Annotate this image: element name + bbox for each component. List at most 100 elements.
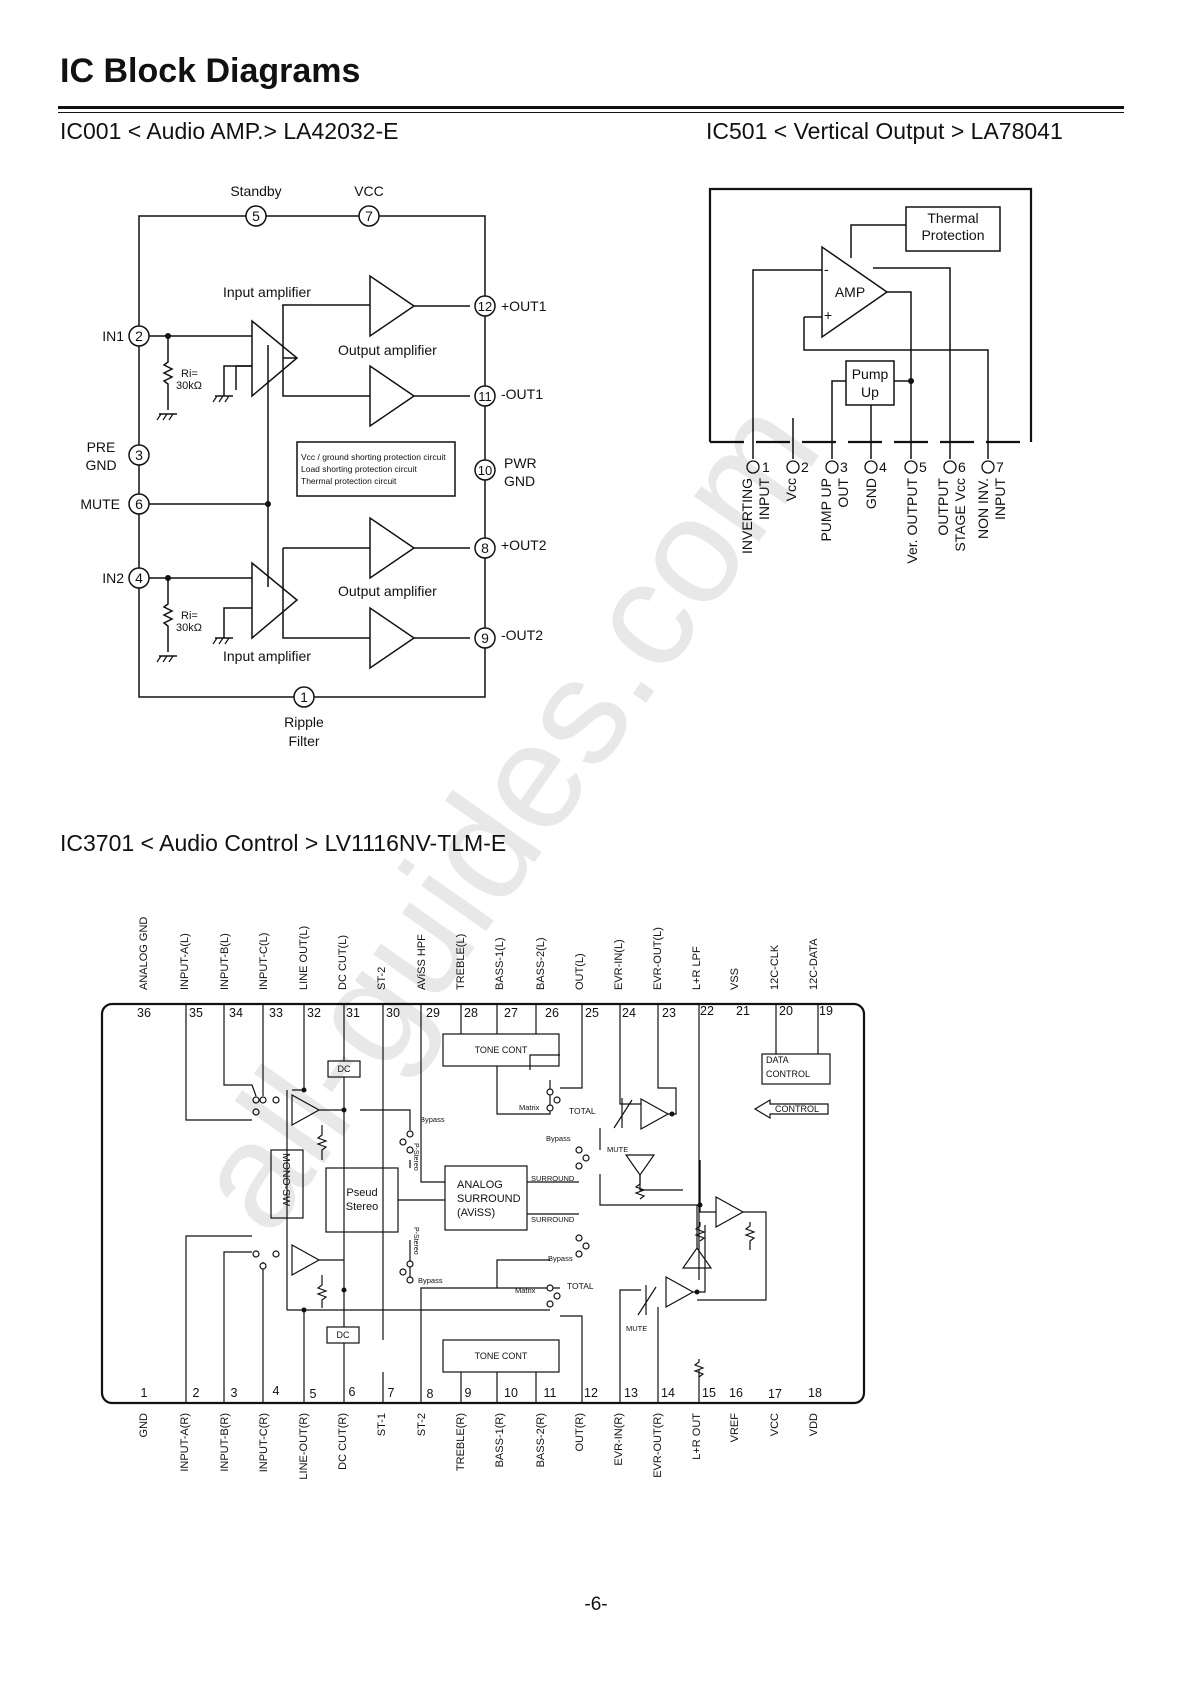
ic501-pin-7-label-b: INPUT xyxy=(992,478,1008,520)
ic3701-pin-35-label: INPUT-A(L) xyxy=(179,933,191,990)
ic3701-pin-13-label: EVR-IN(R) xyxy=(613,1413,625,1466)
amp-label: AMP xyxy=(835,284,865,300)
ic3701-pin-10-label: BASS-1(R) xyxy=(494,1413,506,1467)
ic501-pin-3-label-b: OUT xyxy=(835,478,851,508)
ic501-diagram xyxy=(708,187,1033,459)
ic3701-junctions xyxy=(301,1087,703,1313)
ic3701-pin-23-num: 23 xyxy=(662,1006,676,1020)
ic001-mute-label: MUTE xyxy=(80,496,120,512)
output-amplifier-1b xyxy=(369,364,416,428)
ic3701-pin-4-num: 4 xyxy=(273,1384,280,1398)
ic3701-pin-18-num: 18 xyxy=(808,1386,822,1400)
ic501-pin-5-num: 5 xyxy=(919,459,927,475)
ic501-pin-2-num: 2 xyxy=(801,459,809,475)
ic3701-pin-5-label: LINE-OUT(R) xyxy=(298,1413,310,1480)
ic501-pin-3-num: 3 xyxy=(840,459,848,475)
ic3701-pin-12-label: OUT(R) xyxy=(574,1413,586,1452)
ic3701-bottom-pin-numbers: 1 2 3 4 5 6 7 8 9 10 11 12 13 14 15 16 1… xyxy=(141,1384,822,1401)
ic001-ri-label-2b: 30kΩ xyxy=(176,622,202,634)
ic501-pin-1-num: 1 xyxy=(762,459,770,475)
ic3701-top-pin-numbers: 36 35 34 33 32 31 30 29 28 27 26 25 24 2… xyxy=(137,1004,833,1020)
ic3701-pin-13-num: 13 xyxy=(624,1386,638,1400)
matrix-top-label: Matrix xyxy=(519,1103,540,1112)
dc-top-label: DC xyxy=(338,1064,351,1074)
amp-minus-label: - xyxy=(824,261,829,277)
ic3701-pin-20-label: 12C-CLK xyxy=(769,944,781,990)
ic001-out1p-label: +OUT1 xyxy=(501,298,547,314)
ic001-pin-9-num: 9 xyxy=(481,630,489,646)
ic3701-pin-11-num: 11 xyxy=(544,1386,557,1400)
thermal-label-1: Thermal xyxy=(927,210,978,226)
bypass-label-3: Bypass xyxy=(548,1254,573,1263)
ic501-pin-6-label-a: OUTPUT xyxy=(935,478,951,536)
tone-cont-bottom-label: TONE CONT xyxy=(475,1351,528,1361)
analog-label-2: SURROUND xyxy=(457,1193,521,1205)
ic501-pin-3-label-a: PUMP UP xyxy=(818,478,834,542)
ic3701-pin-26-label: BASS-2(L) xyxy=(535,937,547,990)
ic001-out2p-label: +OUT2 xyxy=(501,537,547,553)
ic3701-pin-17-num: 17 xyxy=(768,1387,782,1401)
ic501-pin-7-label-a: NON INV. xyxy=(975,478,991,539)
mono-sw-label: MONO-SW xyxy=(280,1153,292,1206)
p-stereo-label-bottom: P-Stereo xyxy=(412,1227,419,1255)
dc-bottom-label: DC xyxy=(337,1330,350,1340)
ic3701-pin-8-num: 8 xyxy=(427,1387,434,1401)
ic3701-pin-7-label: ST-1 xyxy=(376,1413,388,1436)
ic501-pin-5-label: Ver. OUTPUT xyxy=(904,478,920,564)
watermark-text: all-guides.com xyxy=(159,370,851,1259)
ic3701-pin-16-num: 16 xyxy=(729,1386,743,1400)
thermal-label-2: Protection xyxy=(921,227,984,243)
ic3701-pin-32-num: 32 xyxy=(307,1006,321,1020)
ic001-pin-4-num: 4 xyxy=(135,570,143,586)
ic3701-pin-36-label: ANALOG GND xyxy=(138,917,150,990)
ic501-pin-4-num: 4 xyxy=(879,459,887,475)
title-rule-thin xyxy=(58,112,1124,113)
ic3701-pin-28-label: TREBLE(L) xyxy=(455,934,467,990)
ic3701-bottom-pin-labels: GND INPUT-A(R) INPUT-B(R) INPUT-C(R) LIN… xyxy=(138,1413,820,1480)
ic001-output-amp-label-1: Output amplifier xyxy=(338,342,437,358)
matrix-bottom-label: Matrix xyxy=(515,1286,536,1295)
ic001-in1-label: IN1 xyxy=(102,328,124,344)
ic3701-top-pin-labels: ANALOG GND INPUT-A(L) INPUT-B(L) INPUT-C… xyxy=(138,917,820,990)
ic3701-pin-14-num: 14 xyxy=(661,1386,675,1400)
ic001-gnd-label: GND xyxy=(85,457,116,473)
ic3701-pin-22-label: L+R LPF xyxy=(691,946,703,990)
ic001-pin-12-num: 12 xyxy=(478,299,492,314)
ic3701-pin-15-num: 15 xyxy=(702,1386,716,1400)
surround-bottom-label: SURROUND xyxy=(531,1215,575,1224)
ic001-filter-label: Filter xyxy=(288,733,319,749)
ic3701-pin-3-num: 3 xyxy=(231,1386,238,1400)
ic3701-package-outline xyxy=(100,1002,866,1405)
ic3701-pin-10-num: 10 xyxy=(504,1386,518,1400)
ic3701-pin-24-label: EVR-IN(L) xyxy=(613,939,625,990)
bypass-label-1: Bypass xyxy=(420,1115,445,1124)
ic3701-pin-36-num: 36 xyxy=(137,1006,151,1020)
mute-bottom-label: MUTE xyxy=(626,1324,647,1333)
ic3701-pin-8-label: ST-2 xyxy=(416,1413,428,1436)
output-amplifier-1a xyxy=(369,274,416,338)
ic3701-pin-31-num: 31 xyxy=(346,1006,360,1020)
pump-label-2: Up xyxy=(861,384,879,400)
ic001-out1m-label: -OUT1 xyxy=(501,386,543,402)
data-control-label-2: CONTROL xyxy=(766,1069,810,1079)
ic001-ri-label-2a: Ri= xyxy=(181,610,198,622)
ic001-pin-6-num: 6 xyxy=(135,496,143,512)
amp-plus-label: + xyxy=(824,307,832,323)
ic501-pin-2-label: Vcc xyxy=(783,478,799,501)
ic3701-pin-25-label: OUT(L) xyxy=(574,953,586,990)
ic3701-pin-1-num: 1 xyxy=(141,1386,148,1400)
control-arrow-label: CONTROL xyxy=(775,1104,819,1114)
ic3701-pin-30-label: ST-2 xyxy=(376,967,388,990)
ic001-out2m-label: -OUT2 xyxy=(501,627,543,643)
ic3701-pin-6-num: 6 xyxy=(349,1385,356,1399)
tone-cont-bottom xyxy=(442,1339,560,1373)
ic001-pin-2-num: 2 xyxy=(135,328,143,344)
tone-cont-top xyxy=(442,1033,560,1067)
ic3701-pin-19-num: 19 xyxy=(819,1004,833,1018)
ic001-pin-11-num: 11 xyxy=(478,389,492,404)
ic001-pwrgnd-label: GND xyxy=(504,473,535,489)
ic001-pin-10-num: 10 xyxy=(478,463,492,478)
ic3701-pin-2-num: 2 xyxy=(193,1386,200,1400)
ic001-junctions xyxy=(165,333,271,581)
ic3701-pin-1-label: GND xyxy=(138,1413,150,1438)
